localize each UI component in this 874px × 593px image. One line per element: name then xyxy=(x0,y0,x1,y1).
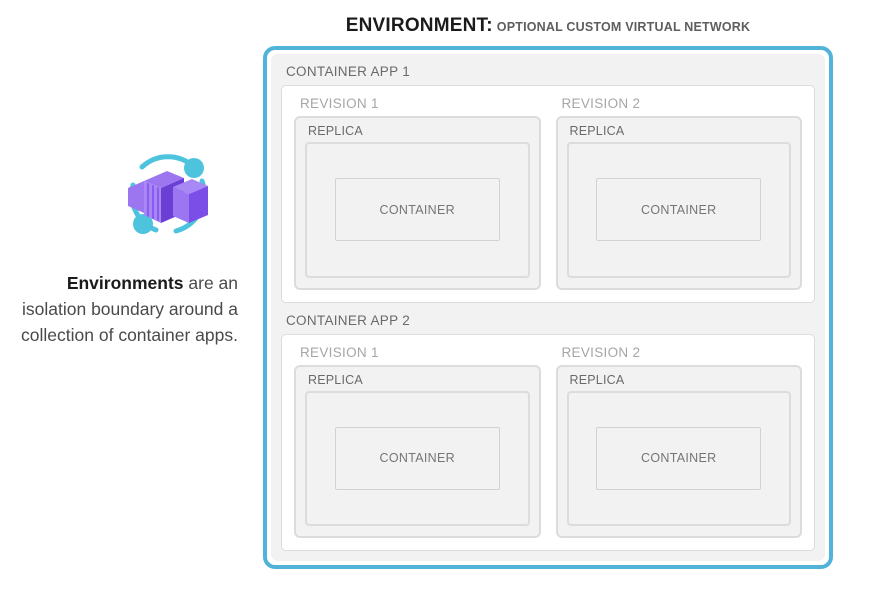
replica-label: REPLICA xyxy=(308,124,363,138)
container-box: CONTAINER xyxy=(334,426,500,490)
container-app-2-label: CONTAINER APP 2 xyxy=(286,312,411,328)
replica-box: REPLICA CONTAINER xyxy=(555,116,802,290)
container-box: CONTAINER xyxy=(596,178,762,242)
revision-label: REVISION 2 xyxy=(561,344,641,360)
container-app-2: CONTAINER APP 2 REVISION 1 REPLICA CONTA… xyxy=(281,312,815,551)
replica-box: REPLICA CONTAINER xyxy=(555,364,802,538)
replica-label: REPLICA xyxy=(308,372,363,387)
container-app-1-body: REVISION 1 REPLICA CONTAINER REVISION 2 … xyxy=(281,85,815,303)
pod-box: CONTAINER xyxy=(566,142,791,278)
environment-boundary: CONTAINER APP 1 REVISION 1 REPLICA CONTA… xyxy=(263,46,833,569)
pod-box: CONTAINER xyxy=(566,390,791,526)
caption-strong: Environments xyxy=(66,273,184,293)
azure-container-apps-icon xyxy=(118,145,218,245)
replica-box: REPLICA CONTAINER xyxy=(294,364,541,538)
container-app-1: CONTAINER APP 1 REVISION 1 REPLICA CONTA… xyxy=(281,63,815,303)
container-label: CONTAINER xyxy=(379,202,455,217)
replica-box: REPLICA CONTAINER xyxy=(294,116,541,290)
container-app-2-revision-2: REVISION 2 REPLICA CONTAINER xyxy=(555,344,802,538)
container-app-1-revision-2: REVISION 2 REPLICA CONTAINER xyxy=(555,96,802,290)
environment-title: ENVIRONMENT:OPTIONAL CUSTOM VIRTUAL NETW… xyxy=(262,15,834,37)
revision-label: REVISION 2 xyxy=(561,96,641,111)
container-box: CONTAINER xyxy=(596,426,762,490)
environment-title-subtitle: OPTIONAL CUSTOM VIRTUAL NETWORK xyxy=(496,20,751,34)
container-label: CONTAINER xyxy=(379,451,455,466)
container-app-1-revision-1: REVISION 1 REPLICA CONTAINER xyxy=(294,96,541,290)
pod-box: CONTAINER xyxy=(305,142,530,278)
revision-label: REVISION 1 xyxy=(300,344,379,360)
replica-label: REPLICA xyxy=(569,372,625,387)
explanation-panel: Environments are an isolation boundary a… xyxy=(0,0,250,593)
caption-text: Environments are an isolation boundary a… xyxy=(10,270,238,348)
caption-rest: are an isolation boundary around a colle… xyxy=(21,273,238,345)
container-label: CONTAINER xyxy=(641,451,717,466)
container-app-2-revision-1: REVISION 1 REPLICA CONTAINER xyxy=(294,344,541,538)
replica-label: REPLICA xyxy=(569,124,625,138)
container-app-1-label: CONTAINER APP 1 xyxy=(286,64,411,79)
pod-box: CONTAINER xyxy=(305,390,530,526)
container-label: CONTAINER xyxy=(641,202,717,217)
container-app-2-body: REVISION 1 REPLICA CONTAINER REVISION 2 … xyxy=(281,333,815,551)
environment-inner-surface: CONTAINER APP 1 REVISION 1 REPLICA CONTA… xyxy=(271,54,825,561)
environment-title-main: ENVIRONMENT: xyxy=(345,15,493,36)
container-box: CONTAINER xyxy=(334,178,500,242)
revision-label: REVISION 1 xyxy=(300,96,379,111)
